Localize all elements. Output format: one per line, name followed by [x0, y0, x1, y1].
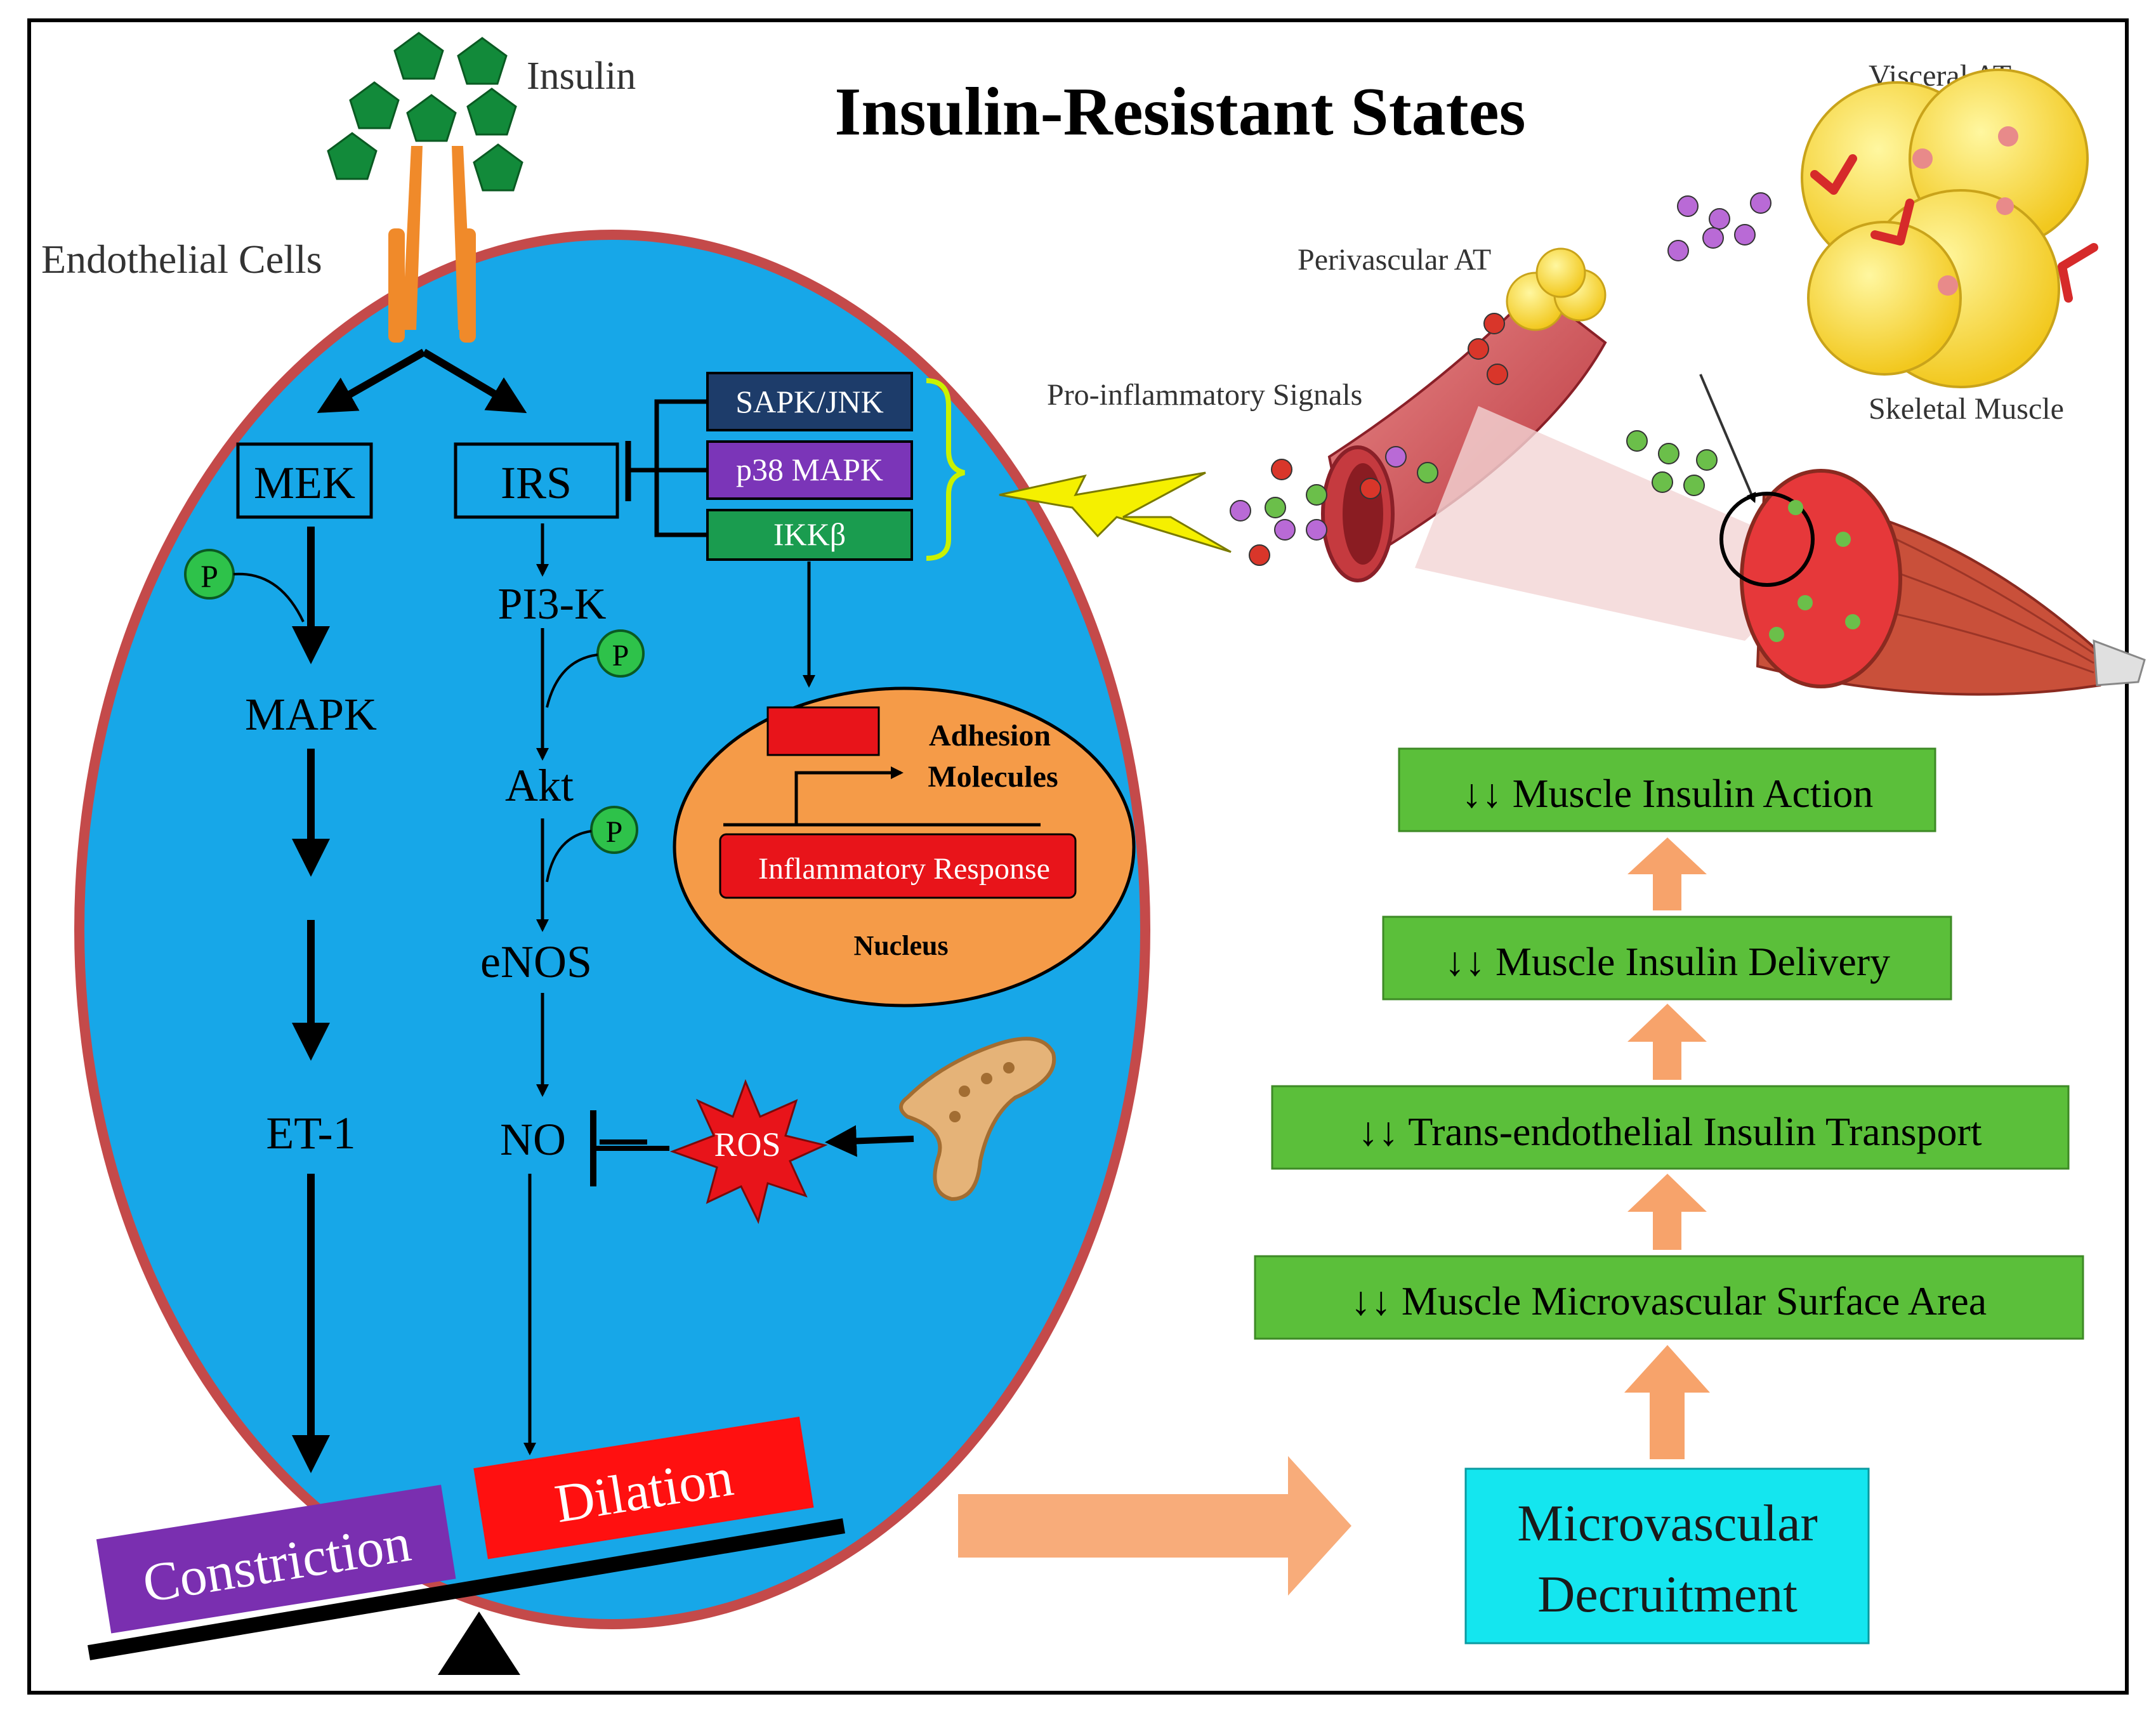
perivascular-at-label: Perivascular AT [1298, 243, 1491, 277]
endothelial-cell [74, 230, 1150, 1629]
phospho-connector [233, 572, 305, 622]
trans-endothelial-transport-box [1271, 1085, 2070, 1170]
figure-title: Insulin-Resistant States [834, 74, 1525, 150]
mek-box [236, 442, 373, 519]
microvascular-surface-area-label: ↓↓ Muscle Microvascular Surface Area [1351, 1278, 1987, 1323]
phospho-label: P [612, 639, 629, 673]
inflammatory-response-label: Inflammatory Response [758, 852, 1050, 886]
endothelial-cells-label: Endothelial Cells [41, 237, 322, 282]
akt-label: Akt [505, 760, 574, 811]
skeletal-muscle-icon [1719, 469, 2146, 696]
adipocyte-vessels [1810, 154, 2098, 303]
constriction-box [96, 1485, 456, 1634]
adipocyte-nuclei [1912, 126, 2018, 296]
decruitment-label-line1: Microvascular [1517, 1494, 1818, 1552]
pro-inflammatory-label: Pro-inflammatory Signals [1047, 378, 1362, 412]
sapk-jnk-box [706, 372, 913, 431]
vessel-to-muscle-arrow [1699, 374, 1756, 503]
mito-to-ros-arrow [825, 1125, 914, 1157]
figure-frame [27, 18, 2129, 1695]
adipocyte-icon [1506, 247, 1607, 331]
balance-beam [88, 1518, 845, 1660]
pi3k-pathway-arrows [523, 523, 549, 1455]
phospho-icon [590, 806, 638, 854]
decruitment-label-line2: Decruitment [1537, 1565, 1798, 1623]
adhesion-label-line1: Adhesion [929, 719, 1051, 752]
skeletal-muscle-label: Skeletal Muscle [1869, 392, 2064, 426]
blood-vessel-icon [1321, 287, 1827, 641]
phospho-connector [546, 653, 598, 708]
kinase-inhibition-bracket [628, 399, 707, 537]
adipocyte-icon [1801, 69, 2089, 388]
mitochondrion-icon [899, 1037, 1056, 1202]
muscle-insulin-action-box [1398, 747, 1936, 832]
et1-label: ET-1 [266, 1108, 355, 1158]
transcription-arrow [794, 766, 904, 825]
enos-label: eNOS [480, 936, 592, 987]
phospho-connector [546, 830, 592, 883]
phospho-icon [596, 629, 645, 678]
mek-label: MEK [254, 457, 355, 508]
insulin-receptor-icon [388, 146, 476, 343]
irs-box [454, 442, 619, 519]
irs-label: IRS [501, 457, 572, 508]
cell-to-decruitment-arrow [958, 1456, 1351, 1596]
no-label: NO [500, 1114, 566, 1165]
muscle-insulin-delivery-box [1382, 916, 1952, 1001]
microvascular-decruitment-box [1464, 1467, 1870, 1644]
dilation-box [473, 1416, 814, 1559]
insulin-pentagon-icon [327, 32, 523, 192]
ros-label: ROS [714, 1126, 780, 1164]
nfkb-box [766, 706, 880, 756]
inflammatory-response-box [719, 833, 1077, 899]
receptor-split-arrows [317, 348, 527, 414]
muscle-insulin-action-label: ↓↓ Muscle Insulin Action [1462, 771, 1874, 816]
cascade-up-arrows [1624, 837, 1710, 1459]
ikkb-label: IKKβ [773, 516, 846, 552]
adhesion-label-line2: Molecules [928, 760, 1058, 794]
fulcrum-icon [438, 1611, 520, 1675]
muscle-insulin-delivery-label: ↓↓ Muscle Insulin Delivery [1445, 939, 1890, 984]
nucleus-label: Nucleus [853, 930, 948, 961]
p38-mapk-label: p38 MAPK [736, 452, 883, 487]
microvascular-surface-area-box [1254, 1255, 2084, 1340]
ros-burst-icon [669, 1079, 828, 1224]
kinase-group-brace [926, 378, 966, 561]
phospho-label: P [606, 815, 623, 849]
pi3k-label: PI3-K [497, 580, 606, 629]
cytokine-dots [1230, 192, 1771, 566]
sapk-jnk-label: SAPK/JNK [735, 384, 883, 419]
lightning-bolt-icon [999, 471, 1232, 553]
phospho-label: P [200, 558, 218, 594]
p38-mapk-box [706, 440, 913, 500]
mapk-label: MAPK [245, 689, 377, 740]
insulin-label: Insulin [527, 55, 636, 98]
trans-endothelial-transport-label: ↓↓ Trans-endothelial Insulin Transport [1358, 1109, 1982, 1154]
